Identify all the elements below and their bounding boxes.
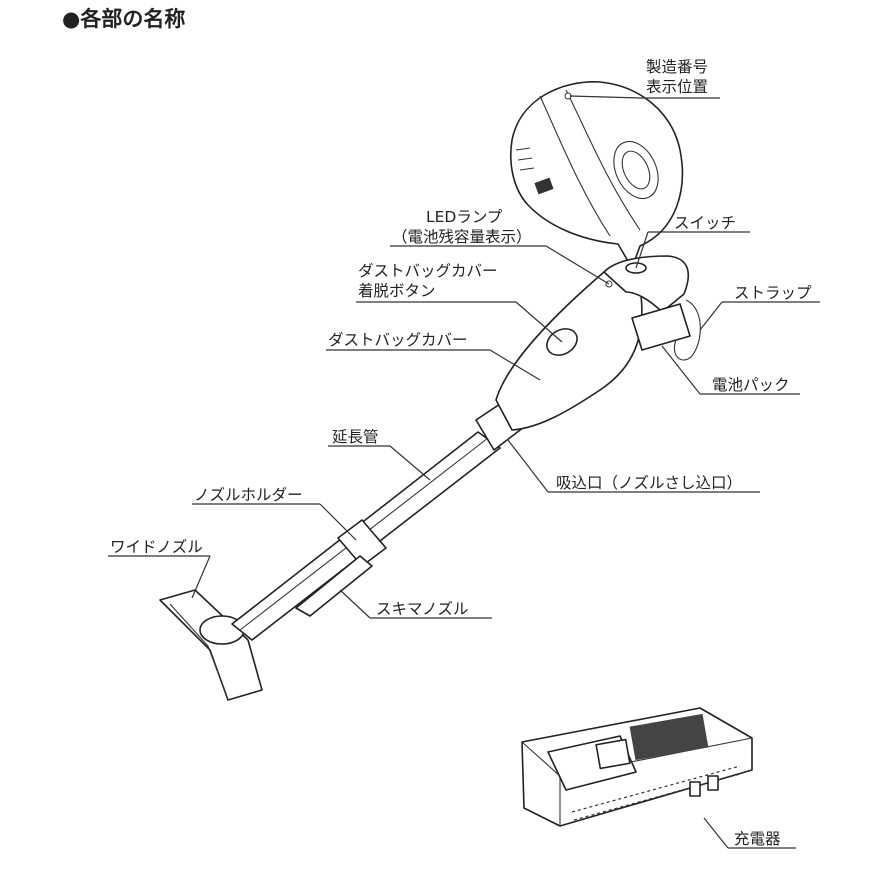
label-suction-inlet: 吸込口（ノズルさし込口）	[556, 474, 742, 492]
vacuum-cleaner-illustration	[159, 255, 701, 701]
charger-illustration	[521, 707, 753, 827]
label-charger: 充電器	[734, 830, 781, 848]
label-serial-position-2: 表示位置	[646, 78, 708, 96]
label-led-lamp-2: （電池残容量表示）	[392, 228, 532, 246]
page-title: ●各部の名称	[62, 7, 185, 31]
label-battery-pack: 電池パック	[712, 376, 790, 394]
label-crevice-nozzle: スキマノズル	[376, 600, 469, 618]
label-led-lamp-1: LEDランプ	[426, 208, 503, 226]
label-dust-cover-release-2: 着脱ボタン	[358, 282, 436, 300]
label-dust-cover-release-1: ダストバッグカバー	[358, 262, 498, 280]
label-extension-pipe: 延長管	[332, 428, 379, 446]
label-serial-position-1: 製造番号	[646, 58, 708, 76]
label-switch: スイッチ	[674, 214, 736, 232]
label-strap: ストラップ	[734, 284, 812, 302]
serial-detail-illustration	[509, 81, 684, 269]
label-dust-bag-cover: ダストバッグカバー	[328, 331, 468, 349]
label-wide-nozzle: ワイドノズル	[110, 538, 203, 556]
label-nozzle-holder: ノズルホルダー	[194, 486, 303, 504]
